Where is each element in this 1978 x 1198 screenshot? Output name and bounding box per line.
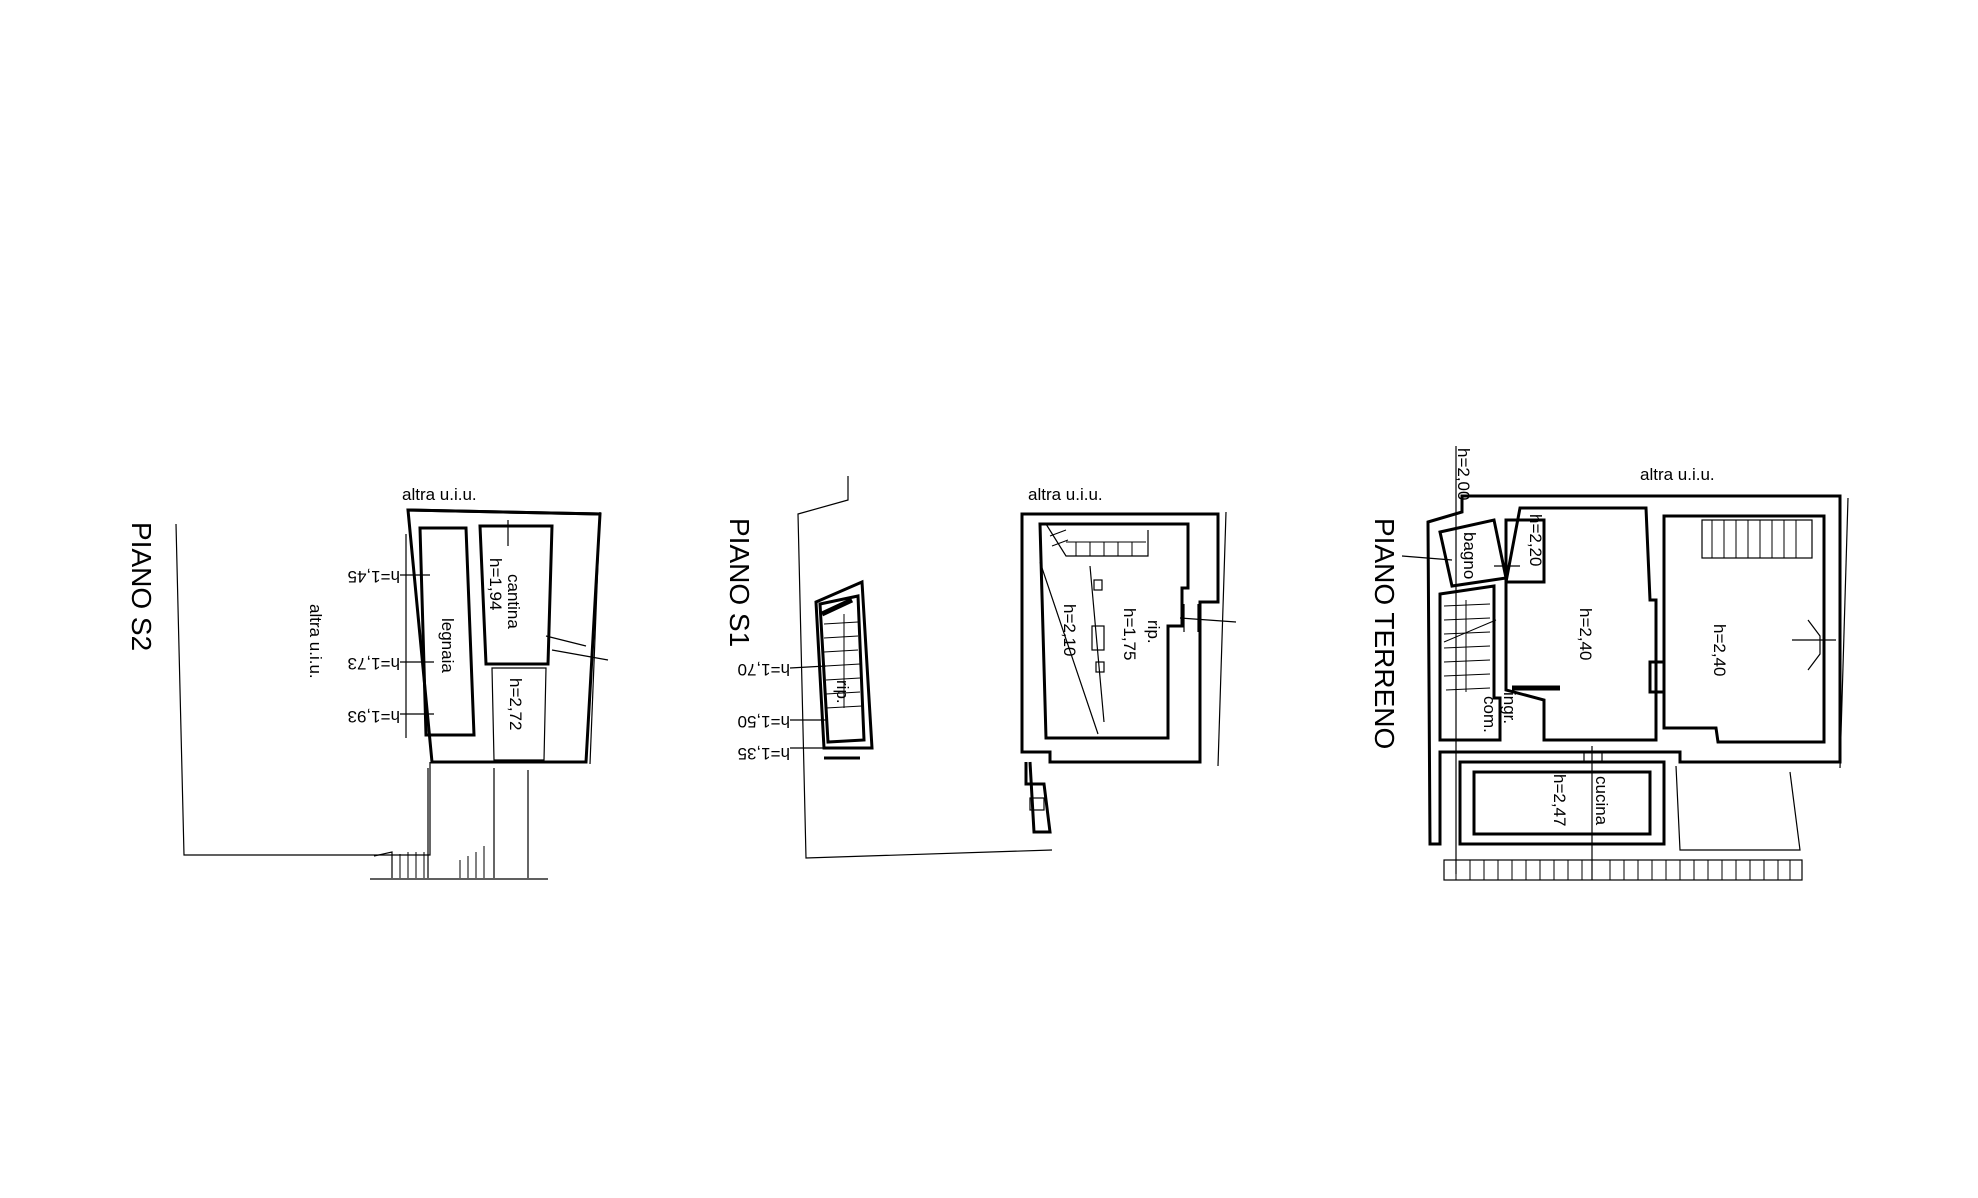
label-h-272: h=2,72 <box>506 678 525 730</box>
leader-line <box>789 665 827 669</box>
floor-piano-s1: PIANO S1 <box>724 476 1237 859</box>
corridor-line <box>545 635 587 647</box>
label-altra-uiu: altra u.i.u. <box>1028 485 1103 504</box>
stairs <box>1045 523 1149 557</box>
stairs <box>1443 600 1497 692</box>
label-cantina: cantina <box>504 574 523 629</box>
label-rip: rip. <box>1144 620 1163 644</box>
wall-right-offset <box>589 511 601 765</box>
step <box>1029 797 1045 811</box>
stair-edge <box>820 597 854 617</box>
label-h-247: h=2,47 <box>1550 774 1569 826</box>
beam-line <box>1039 561 1099 735</box>
room-living-240 <box>1504 506 1658 742</box>
room-legnaia <box>418 526 476 737</box>
label-cucina: cucina <box>1592 776 1611 826</box>
wall-right-offset <box>1839 497 1849 769</box>
label-h-240-a: h=2,40 <box>1576 608 1595 660</box>
label-h-210: h=2,10 <box>1060 604 1079 656</box>
room-rip-small <box>814 579 874 750</box>
label-altra-uiu-side: altra u.i.u. <box>306 604 325 679</box>
label-h-145: h=1,45 <box>348 567 400 586</box>
corridor-line <box>551 649 609 661</box>
room-240 <box>1662 514 1826 744</box>
leader-line <box>1401 555 1453 561</box>
room-rip <box>1038 522 1190 740</box>
cucina-inner <box>1472 770 1652 836</box>
outer-wall <box>1020 512 1220 764</box>
pillar <box>1648 660 1666 694</box>
label-ingr: ingr. <box>1500 692 1519 724</box>
wall-right-offset <box>1217 511 1227 767</box>
label-altra-uiu: altra u.i.u. <box>1640 465 1715 484</box>
site-boundary <box>797 476 1053 859</box>
room-cantina <box>478 524 554 666</box>
beam-line <box>1089 565 1105 723</box>
label-altra-uiu: altra u.i.u. <box>402 485 477 504</box>
label-h-193: h=1,93 <box>348 707 400 726</box>
lower-wall <box>1024 761 1052 834</box>
outer-wall <box>1426 494 1842 846</box>
label-h-173: h=1,73 <box>348 654 400 673</box>
label-h-175: h=1,75 <box>1120 608 1139 660</box>
pillar <box>1091 625 1105 651</box>
label-h-cantina: h=1,94 <box>486 558 505 610</box>
floor-piano-s2: PIANO S2 <box>126 485 609 880</box>
label-h-150: h=1,50 <box>738 712 790 731</box>
room-272 <box>491 667 547 761</box>
label-h-220: h=2,20 <box>1526 514 1545 566</box>
label-com: com. <box>1480 696 1499 733</box>
label-rip-small: rip. <box>833 680 852 704</box>
room-ingr-com <box>1438 584 1502 742</box>
stairs <box>823 614 863 709</box>
door-line <box>1179 617 1237 623</box>
label-h-200: h=2,00 <box>1454 448 1473 500</box>
room-220 <box>1504 518 1546 584</box>
site-boundary <box>175 523 431 856</box>
stairs <box>1443 859 1803 881</box>
label-h-170: h=1,70 <box>738 660 790 679</box>
label-legnaia: legnaia <box>438 618 457 673</box>
window <box>1807 619 1821 671</box>
pillar <box>1095 661 1105 673</box>
stairs <box>373 768 529 878</box>
stair-block <box>818 594 866 744</box>
floor-piano-terreno: PIANO TERRENO <box>1369 446 1849 881</box>
room-cucina <box>1458 760 1666 846</box>
floor-title: PIANO S2 <box>126 522 157 651</box>
pillar <box>1093 579 1103 591</box>
terrace-edge <box>1675 765 1801 851</box>
floor-title: PIANO TERRENO <box>1369 518 1400 749</box>
floor-title: PIANO S1 <box>724 518 755 647</box>
wall-top <box>407 508 601 516</box>
stairs <box>1701 519 1813 559</box>
label-h-240-b: h=2,40 <box>1710 624 1729 676</box>
label-bagno: bagno <box>1460 532 1479 579</box>
label-h-135: h=1,35 <box>738 744 790 763</box>
outer-wall <box>406 508 602 764</box>
